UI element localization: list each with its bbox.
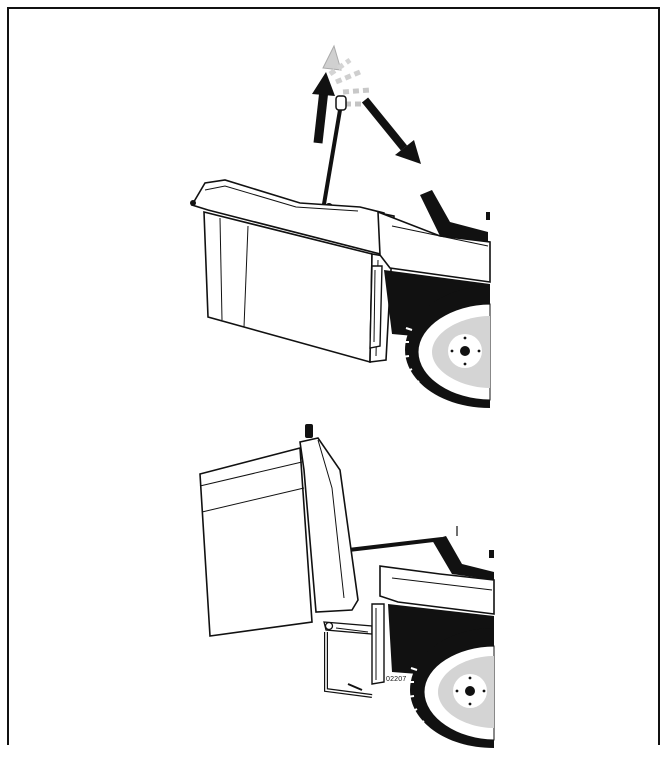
lift-arrow-icon [312,72,335,144]
rear-wheel [401,286,491,408]
lever-motion-trail [322,44,375,107]
hitch-bracket [323,603,385,698]
page-border [7,7,660,745]
tractor-rear-body-lower [379,565,495,615]
lift-lever-raised [339,537,443,553]
upper-scene-collector-lowered [190,44,491,408]
collector-lid-raised [299,437,359,613]
figure-code: 02207 [386,676,407,683]
seat-lower [432,536,494,580]
lift-lever [321,95,347,217]
swing-arrow-icon [361,97,421,164]
rear-wheel-lower [406,628,495,748]
lower-scene-collector-raised [199,424,495,748]
seat [420,190,488,242]
collector-lid [190,179,385,257]
collector-bag-raised [199,446,313,637]
rear-fender-lower [388,604,494,674]
